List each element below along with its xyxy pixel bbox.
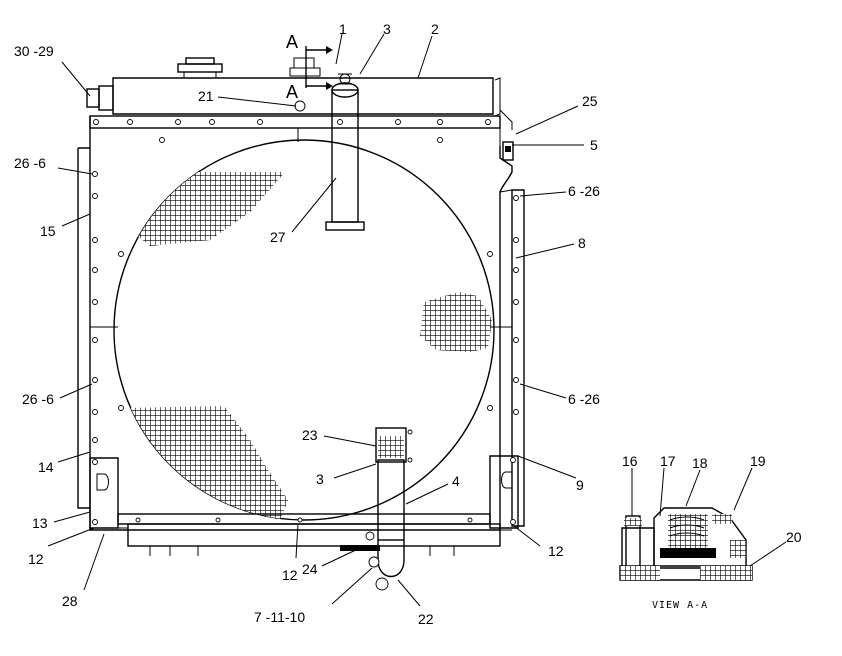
hose-fitting-21	[294, 100, 306, 112]
view-a-a-detail: 16 17 18 19 20 VIEW A-A	[619, 453, 802, 611]
callout-12-right: 12	[548, 543, 564, 559]
callout-section-A-bottom: A	[286, 82, 298, 102]
callout-3-bottom: 3	[316, 471, 324, 487]
callout-23: 23	[302, 427, 318, 443]
radiator-frame	[77, 115, 525, 531]
callout-30-29: 30 -29	[14, 43, 54, 59]
callout-section-A-top: A	[286, 32, 298, 52]
callout-14: 14	[38, 459, 54, 475]
callout-labels: 30 -29 A A 1 3 2 21 25 5 26 -6 6 -26 15 …	[14, 21, 600, 627]
filler-cap	[177, 57, 223, 79]
callout-6-26-top: 6 -26	[568, 183, 600, 199]
callout-22: 22	[418, 611, 434, 627]
callout-9: 9	[576, 477, 584, 493]
lower-pipe	[365, 427, 413, 591]
callout-7-11-10: 7 -11-10	[254, 609, 305, 625]
callout-20: 20	[786, 529, 802, 545]
callout-6-26-bottom: 6 -26	[568, 391, 600, 407]
callout-24: 24	[302, 561, 318, 577]
callout-1: 1	[339, 21, 347, 37]
callout-12-mid: 12	[282, 567, 298, 583]
callout-26-6-top: 26 -6	[14, 155, 46, 171]
callout-2: 2	[431, 21, 439, 37]
drain-plug	[86, 85, 114, 111]
mount-plate-right	[489, 455, 519, 529]
callout-27: 27	[270, 229, 286, 245]
callout-19: 19	[750, 453, 766, 469]
callout-12-left: 12	[28, 551, 44, 567]
callout-4: 4	[452, 473, 460, 489]
callout-16: 16	[622, 453, 638, 469]
callout-13: 13	[32, 515, 48, 531]
callout-17: 17	[660, 453, 676, 469]
bracket-5	[502, 141, 514, 161]
callout-26-6-bottom: 26 -6	[22, 391, 54, 407]
leader-lines	[47, 33, 584, 607]
upper-pipe	[289, 57, 365, 231]
callout-15: 15	[40, 223, 56, 239]
view-a-a-label: VIEW A-A	[652, 600, 708, 611]
fan-shroud-ring	[90, 128, 512, 521]
callout-3-top: 3	[383, 21, 391, 37]
bolt-holes	[92, 119, 519, 443]
callout-25: 25	[582, 93, 598, 109]
callout-18: 18	[692, 455, 708, 471]
callout-28: 28	[62, 593, 78, 609]
callout-21: 21	[198, 88, 214, 104]
hose-23	[378, 436, 404, 458]
mount-plate-left	[89, 457, 119, 529]
callout-5: 5	[590, 137, 598, 153]
section-arrows	[305, 46, 333, 90]
callout-8: 8	[578, 235, 586, 251]
